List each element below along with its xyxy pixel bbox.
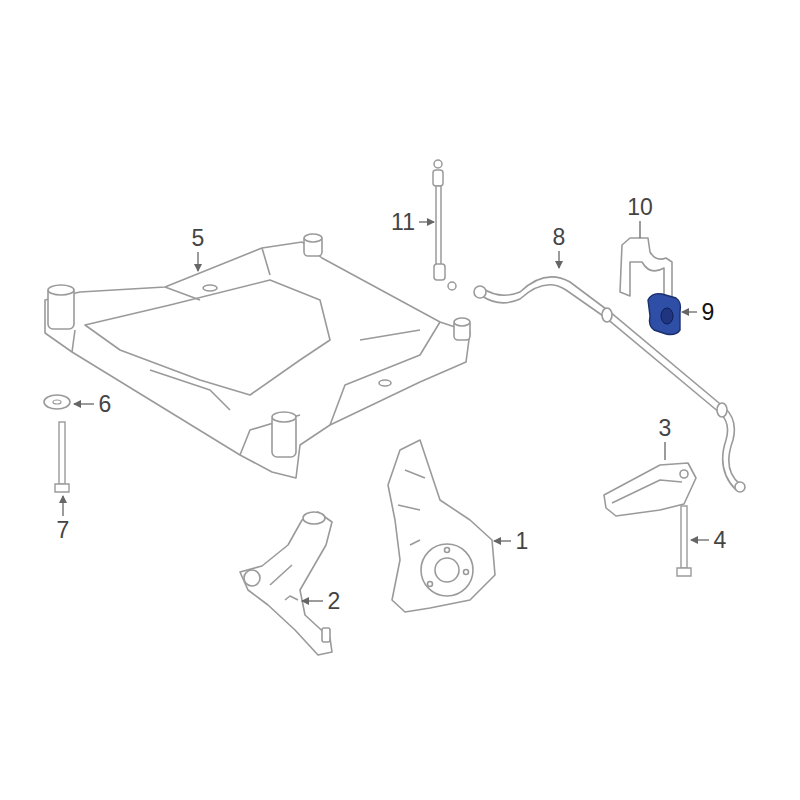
bolt-shaft — [681, 506, 687, 568]
leader-line — [682, 311, 697, 312]
lower-control-arm — [240, 512, 332, 655]
frame-hole — [203, 285, 217, 291]
bar-clamp — [620, 238, 672, 300]
frame-hole — [379, 380, 391, 386]
link-shaft — [436, 186, 441, 266]
bar-outer — [482, 277, 740, 484]
bolt-head — [677, 568, 691, 576]
subframe-opening — [85, 280, 330, 395]
arm-bushing — [303, 512, 325, 524]
knuckle-detail — [398, 470, 425, 545]
link-joint — [433, 170, 443, 186]
callout-number: 3 — [658, 417, 673, 440]
hub-bolt — [428, 582, 433, 587]
callout-number: 8 — [552, 226, 567, 249]
bar-end — [474, 286, 486, 298]
arm-body — [240, 512, 332, 655]
bushing-body — [648, 294, 681, 335]
bushing-hole — [661, 308, 673, 324]
ball-joint-stud — [322, 628, 330, 642]
callout-number: 10 — [626, 196, 654, 219]
link-ball — [434, 160, 442, 168]
leader-line — [639, 221, 640, 238]
leader-line — [197, 252, 198, 271]
callout-number: 1 — [515, 530, 530, 553]
callout-number: 4 — [713, 529, 728, 552]
callout-number: 7 — [56, 519, 71, 542]
leader-line — [494, 540, 511, 541]
bar-marker — [717, 403, 727, 417]
hub-center — [435, 558, 459, 582]
leader-line — [302, 600, 323, 601]
leader-line — [664, 442, 665, 460]
bracket-hole — [680, 470, 688, 478]
bar-marker — [602, 308, 612, 322]
stabilizer-link — [433, 160, 456, 290]
leader-line — [558, 251, 559, 268]
leader-line — [419, 221, 434, 222]
washer-hole — [53, 400, 61, 404]
mount-top — [454, 318, 470, 326]
callout-number: 6 — [98, 393, 113, 416]
stabilizer-bushing — [648, 294, 681, 335]
leader-line — [691, 539, 709, 540]
bracket-detail — [612, 480, 682, 503]
callout-number: 11 — [390, 211, 416, 234]
subframe — [45, 234, 470, 478]
leader-line — [62, 496, 63, 516]
steering-knuckle — [388, 440, 495, 612]
mount-top — [48, 285, 74, 295]
leader-lines — [63, 221, 709, 601]
callout-number: 2 — [327, 590, 342, 613]
stabilizer-bar — [474, 277, 745, 492]
hub-bolt — [445, 548, 450, 553]
knuckle-body — [388, 440, 495, 612]
mount-top — [304, 234, 322, 242]
hub-bolt — [464, 570, 469, 575]
hub — [421, 544, 473, 596]
bolt-head — [55, 484, 69, 492]
mount-top — [272, 412, 296, 422]
bolt-shaft — [59, 422, 65, 484]
washer — [44, 395, 70, 409]
leader-line — [74, 403, 94, 404]
callout-number: 9 — [701, 301, 716, 324]
arm-detail — [270, 565, 298, 600]
callout-number: 5 — [191, 227, 206, 250]
bar-inner — [482, 285, 736, 490]
link-ball — [448, 282, 456, 290]
arm-bushing — [244, 570, 260, 586]
subframe-detail — [72, 248, 440, 455]
subframe-body — [45, 242, 470, 478]
bar-end — [735, 482, 745, 492]
link-joint — [434, 264, 445, 280]
